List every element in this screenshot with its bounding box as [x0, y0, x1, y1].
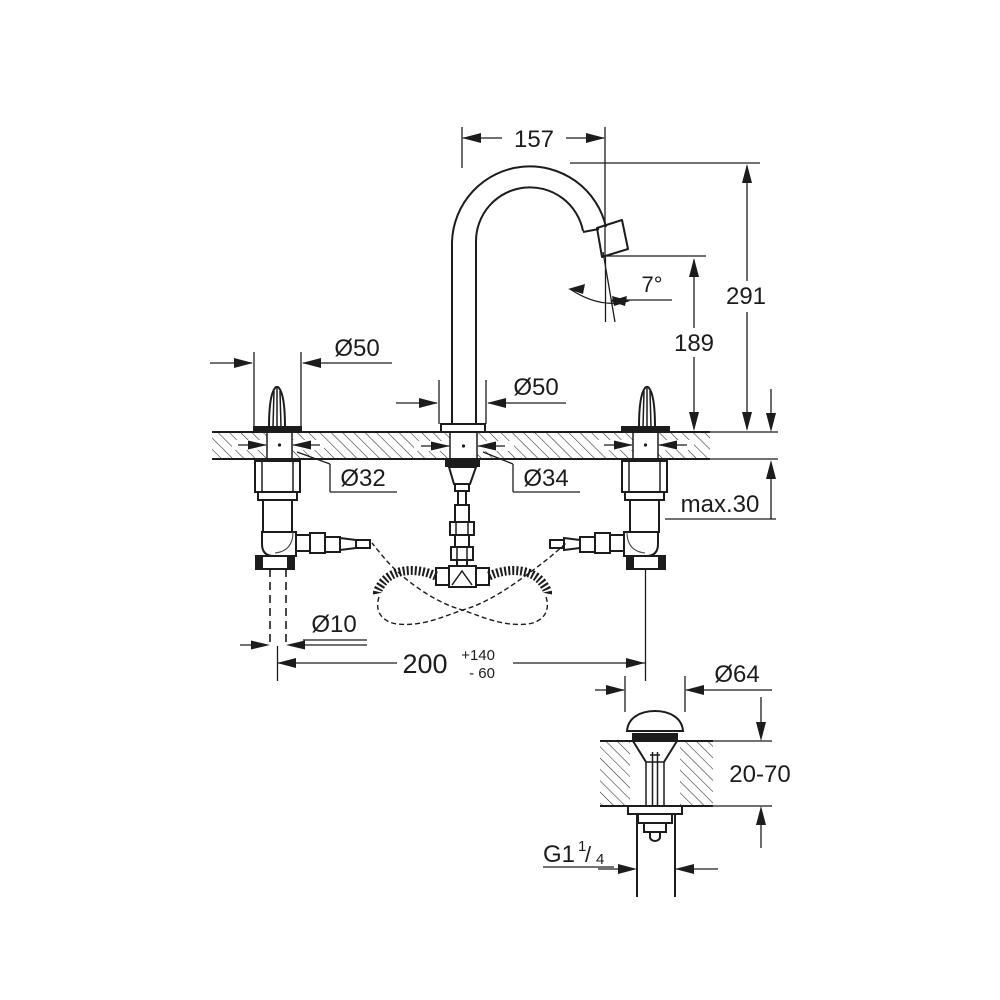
- tee-connector: [435, 504, 490, 588]
- dimension-angle-7: 7°: [568, 251, 672, 323]
- flexible-hoses: [371, 542, 567, 626]
- dim-spout-escutcheon: Ø50: [513, 374, 558, 401]
- dim-handle-escutcheon: Ø50: [334, 335, 379, 362]
- hose-braid-left: [372, 566, 438, 598]
- right-handle: [638, 385, 656, 428]
- dimension-157: 157: [461, 126, 606, 257]
- dimension-20-70: 20-70: [729, 697, 791, 848]
- dim-spacing-tol-plus: +140: [461, 647, 495, 664]
- dim-basin-thickness: 20-70: [729, 761, 790, 788]
- dim-hole-center: Ø34: [523, 465, 568, 492]
- dimension-200: 200 +140 - 60: [277, 647, 645, 682]
- hose-left-to-right-valve: [377, 542, 567, 626]
- left-escutcheon: [253, 426, 302, 432]
- hose-right-to-left-valve: [371, 542, 548, 626]
- dim-waste-thread-sup: 1: [578, 838, 586, 855]
- dim-spacing-tol-minus: - 60: [469, 665, 495, 682]
- hole-diameter-arrows: [238, 440, 687, 451]
- spout-outline: [440, 165, 629, 506]
- dim-hole-left: Ø32: [340, 465, 385, 492]
- left-valve: [253, 385, 371, 681]
- label-hole-32: Ø32: [296, 451, 397, 493]
- dim-supply-pipe: Ø10: [311, 611, 356, 638]
- dimension-handle-dia-50: Ø50: [210, 335, 392, 426]
- dim-waste-flange: Ø64: [714, 661, 759, 688]
- spout-aerator: [596, 219, 629, 258]
- dim-deck-max: max.30: [681, 491, 760, 518]
- dim-waste-thread: G1: [543, 841, 575, 868]
- left-handle: [268, 385, 286, 428]
- label-hole-34: Ø34: [482, 451, 580, 493]
- waste-assembly: [600, 709, 772, 897]
- dim-spout-reach: 157: [514, 126, 554, 153]
- dim-waste-thread-sub: 4: [596, 851, 604, 868]
- dim-outlet-height: 189: [674, 330, 714, 357]
- dimension-max-30: max.30: [665, 389, 776, 520]
- dim-total-height: 291: [726, 283, 766, 310]
- dimension-pipe-10: Ø10: [240, 611, 367, 650]
- dim-waste-thread-slash: /: [585, 842, 592, 867]
- right-valve: [549, 385, 670, 681]
- dimension-291: 291: [570, 162, 766, 431]
- dimension-waste-64: Ø64: [595, 661, 772, 712]
- spout-escutcheon: [440, 423, 486, 433]
- dimension-spout-dia-50: Ø50: [396, 374, 566, 424]
- hose-braid-right: [487, 566, 553, 598]
- dimension-thread-g114: G1 1 / 4: [543, 838, 718, 874]
- dim-outlet-angle: 7°: [641, 272, 662, 297]
- waste-plug-cap: [625, 709, 685, 732]
- dimension-189: 189: [607, 255, 714, 431]
- right-escutcheon: [621, 426, 670, 432]
- dim-hole-spacing: 200: [402, 649, 447, 679]
